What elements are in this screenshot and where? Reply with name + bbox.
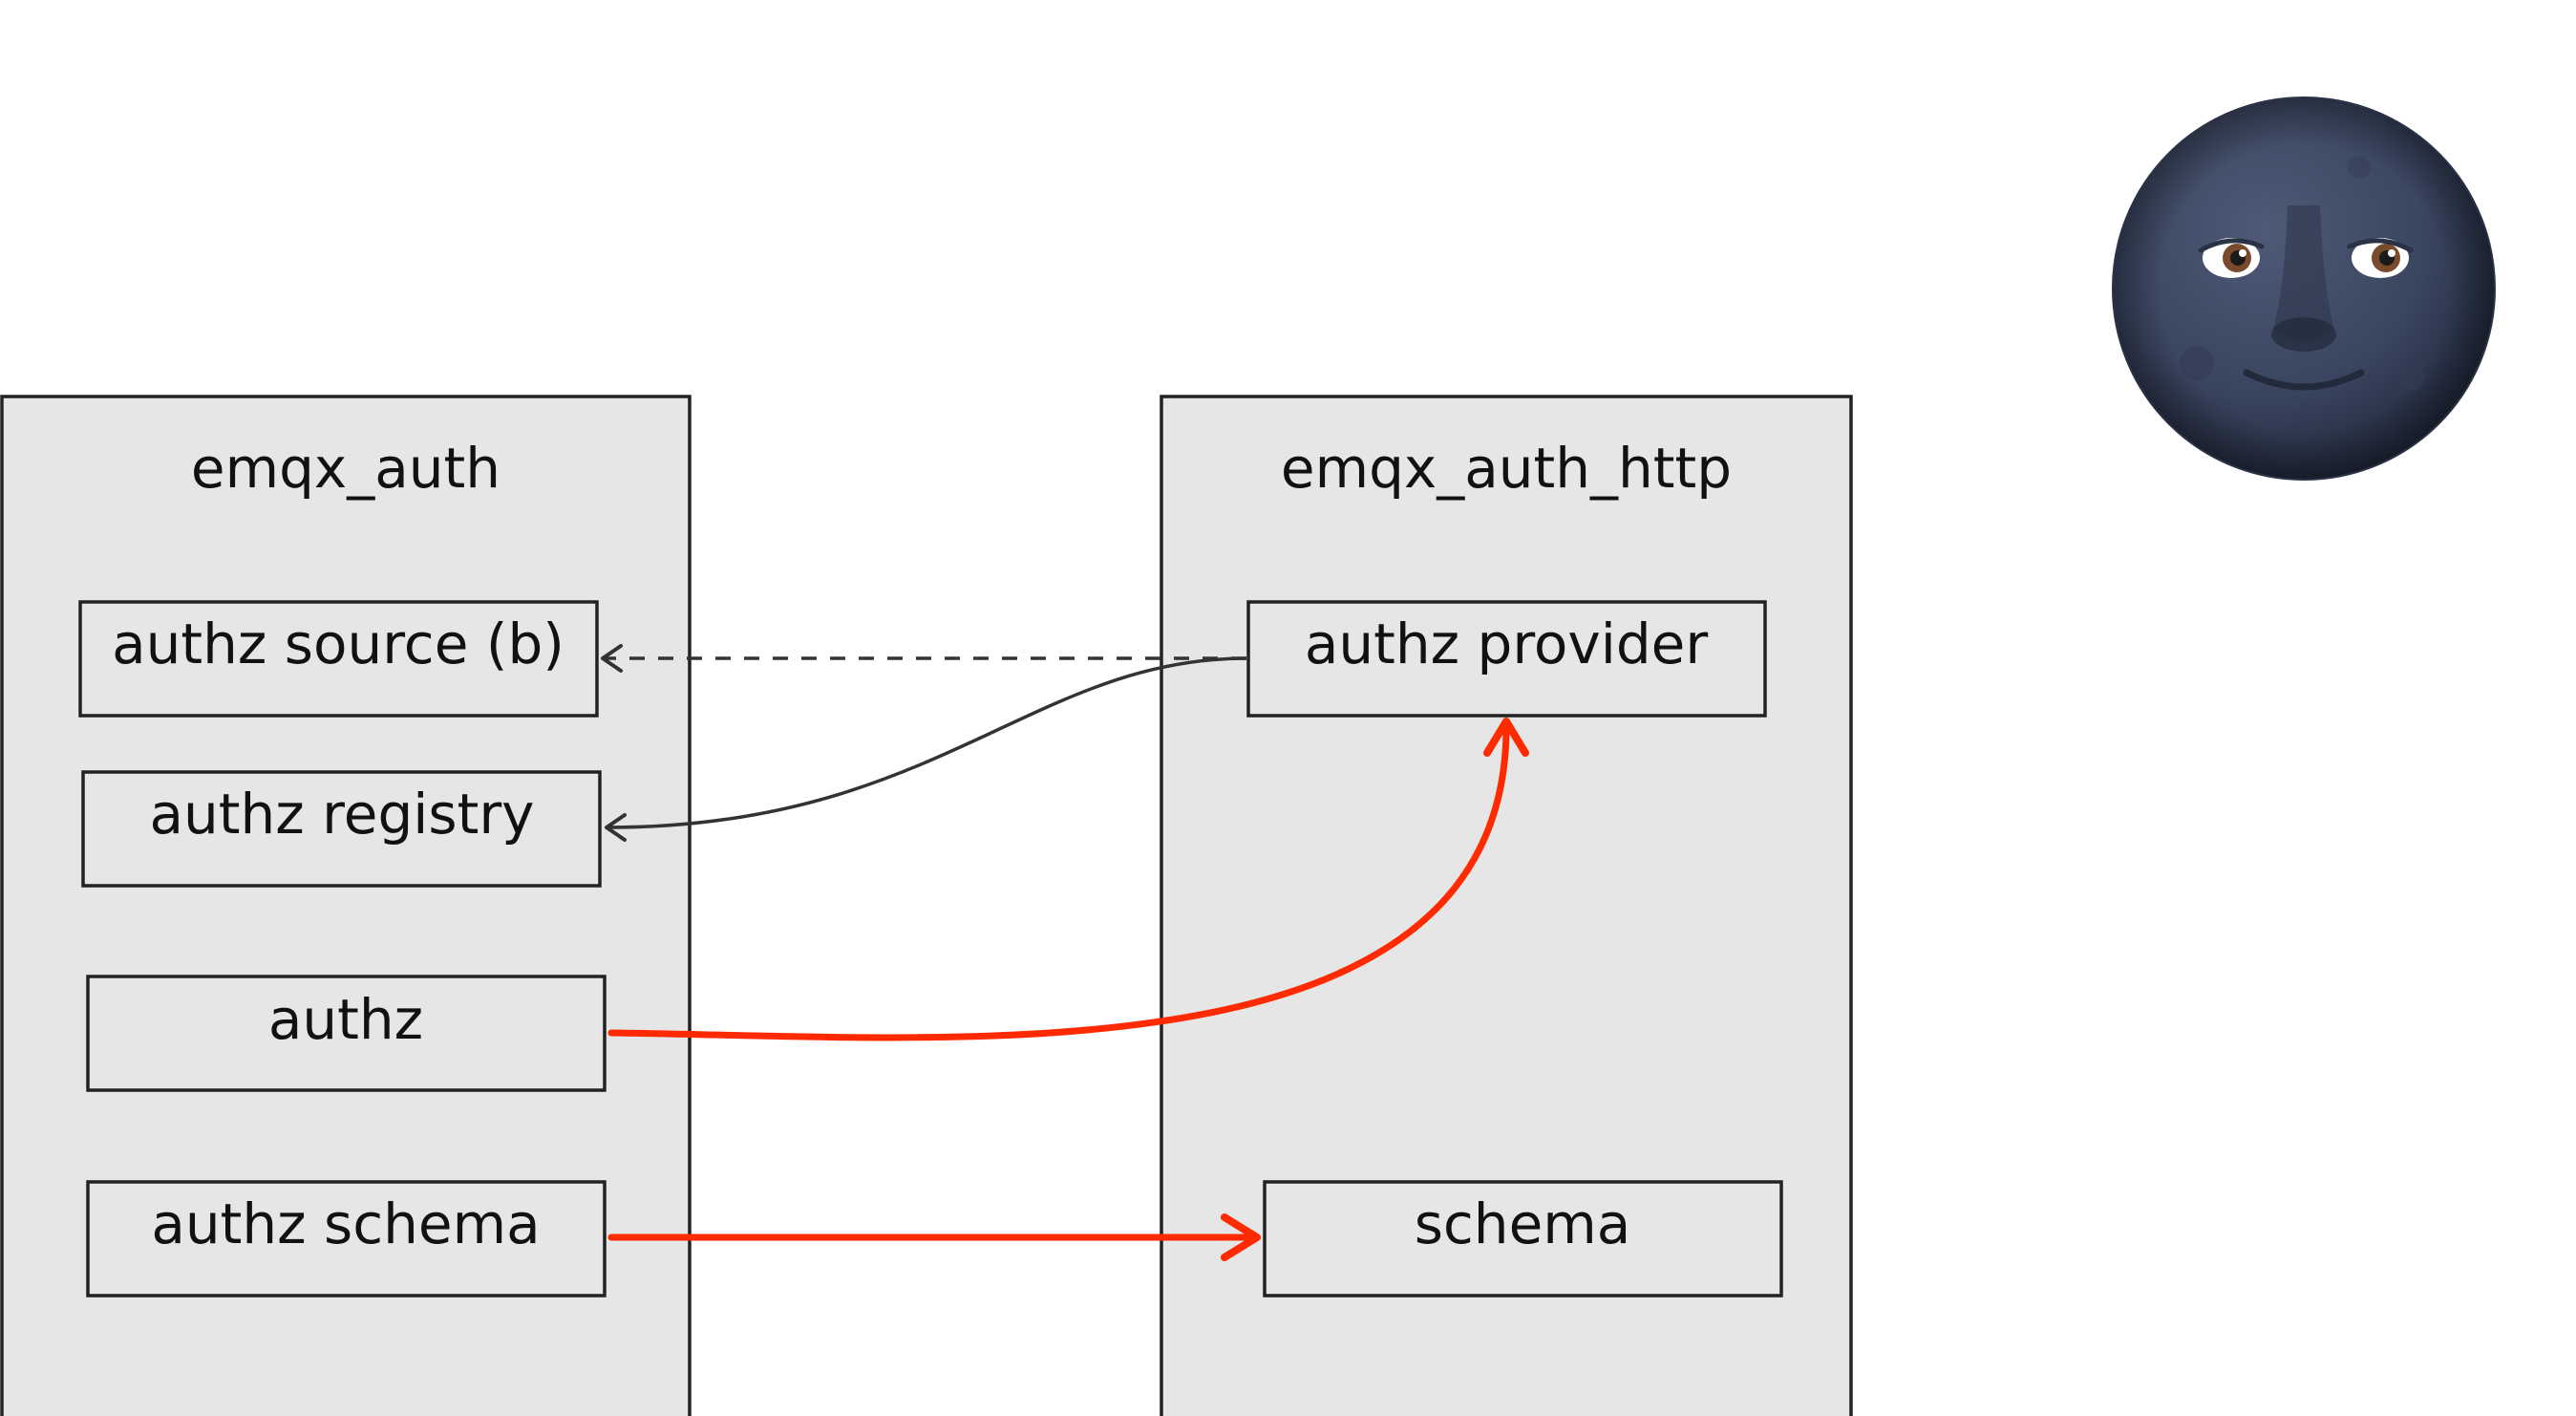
node-authz-schema-label: authz schema — [151, 1191, 540, 1256]
edge-authz-to-provider-arrowhead — [1483, 718, 1529, 757]
edge-schema-to-schema-arrowhead — [1221, 1213, 1261, 1261]
node-authz-source-box — [78, 600, 599, 718]
module-emqx-auth-http: emqx_auth_http — [1160, 395, 1853, 1416]
edge-provider-to-registry — [605, 656, 1247, 842]
node-authz-schema: authz schema — [86, 1180, 607, 1298]
new-moon-face-icon — [2112, 97, 2496, 481]
node-authz-schema-box — [86, 1180, 607, 1298]
node-authz-source: authz source (b) — [78, 600, 599, 718]
module-emqx-auth-http-title: emqx_auth_http — [1281, 436, 1732, 501]
module-emqx-auth-title: emqx_auth — [191, 436, 500, 501]
edge-schema-to-schema — [607, 1213, 1261, 1261]
module-emqx-auth-http-box — [1160, 395, 1853, 1416]
edge-provider-to-registry-line — [607, 656, 1247, 829]
node-authz-provider-label: authz provider — [1305, 611, 1708, 676]
node-authz-label: authz — [268, 987, 423, 1052]
node-authz-registry: authz registry — [81, 770, 602, 888]
node-schema-label: schema — [1415, 1191, 1631, 1256]
edge-authz-to-provider — [607, 718, 1529, 1041]
edge-authz-to-provider-line — [607, 720, 1510, 1041]
module-emqx-auth: emqx_auth — [0, 395, 692, 1416]
node-authz-box — [86, 975, 607, 1092]
node-schema-box — [1263, 1180, 1783, 1298]
node-authz: authz — [86, 975, 607, 1092]
node-schema: schema — [1263, 1180, 1783, 1298]
edge-provider-to-source-arrowhead — [601, 644, 623, 673]
node-authz-provider: authz provider — [1246, 600, 1767, 718]
node-authz-registry-label: authz registry — [150, 782, 535, 847]
module-emqx-auth-box — [0, 395, 692, 1416]
edge-provider-to-registry-arrowhead — [605, 813, 627, 842]
edge-provider-to-source — [601, 644, 1246, 673]
node-authz-source-label: authz source (b) — [112, 611, 564, 676]
node-authz-provider-box — [1246, 600, 1767, 718]
node-authz-registry-box — [81, 770, 602, 888]
